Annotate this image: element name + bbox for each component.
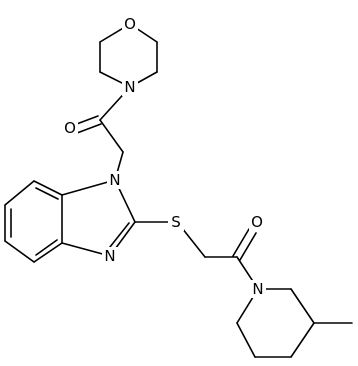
bond	[290, 322, 315, 358]
bond	[290, 288, 315, 324]
atom-label-nitrogen: N	[104, 247, 115, 265]
bond	[33, 180, 63, 196]
bond	[4, 240, 35, 263]
aromatic-inner-bond	[35, 187, 59, 200]
piperidine-ring	[236, 288, 315, 358]
imidazole-ring	[61, 179, 136, 257]
bond	[61, 179, 116, 196]
atom-label-oxygen: O	[64, 119, 76, 137]
carbonyl-double-bond	[232, 228, 250, 257]
atom-label-group: O N O N N S O N	[62, 15, 266, 298]
carbonyl-double-bond	[76, 123, 102, 134]
bond	[4, 180, 35, 206]
benzene-ring	[4, 180, 63, 263]
atom-label-oxygen: O	[251, 213, 263, 231]
carbonyl-double-bond	[239, 232, 257, 261]
atom-label-sulfur: S	[171, 213, 181, 231]
atom-label-oxygen: O	[124, 15, 136, 33]
bond	[99, 119, 124, 153]
atom-label-nitrogen: N	[124, 78, 135, 96]
aromatic-inner-bond	[35, 239, 58, 256]
bond	[33, 242, 63, 263]
bond	[181, 227, 206, 258]
atom-label-nitrogen: N	[252, 280, 263, 298]
atom-label-nitrogen: N	[109, 171, 120, 189]
bond	[236, 322, 256, 358]
